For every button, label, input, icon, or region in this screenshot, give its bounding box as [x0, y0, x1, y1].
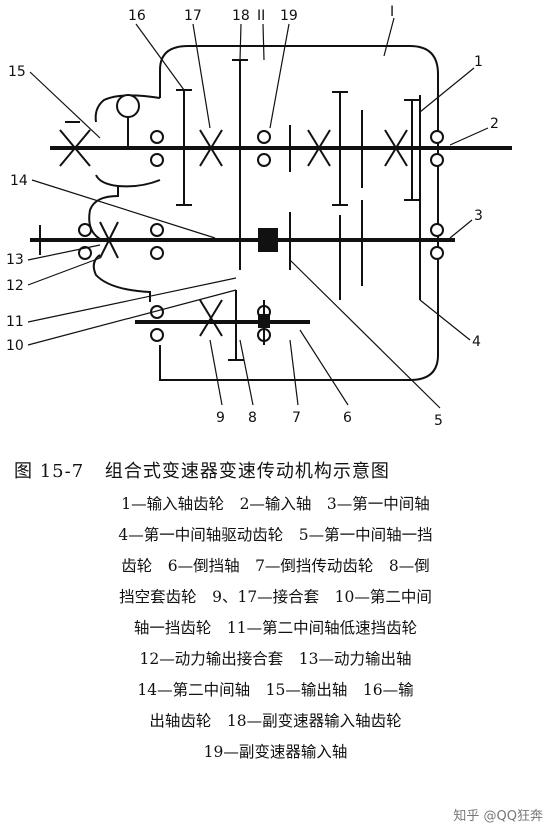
caption-line: 1—输入轴齿轮 2—输入轴 3—第一中间轴: [121, 495, 430, 513]
callout-4: 4: [472, 334, 481, 350]
callout-15: 15: [8, 64, 26, 80]
caption-line: 出轴齿轮 18—副变速器输入轴齿轮: [149, 712, 402, 730]
main-housing-outline: [159, 45, 439, 381]
callout-3: 3: [474, 208, 483, 224]
callout-13: 13: [6, 252, 24, 268]
callout-16: 16: [128, 8, 146, 24]
caption-line: 19—副变速器输入轴: [203, 743, 348, 761]
lower-gears: [228, 200, 363, 361]
callout-10: 10: [6, 338, 24, 354]
callout-I: I: [390, 4, 394, 20]
caption-line: 14—第二中间轴 15—输出轴 16—输: [137, 681, 414, 699]
caption-line: 12—动力输出接合套 13—动力输出轴: [139, 650, 412, 668]
transmission-schematic: 16 17 18 II 19 I 15 1 2 14 3 13 12 11 10…: [6, 4, 512, 429]
leader-lines: [27, 17, 489, 409]
callout-7: 7: [292, 410, 301, 426]
upper-gears: [176, 59, 421, 300]
caption-line: 轴一挡齿轮 11—第二中间轴低速挡齿轮: [133, 619, 418, 637]
bearings: [78, 130, 444, 342]
figure-title: 组合式变速器变速传动机构示意图: [104, 461, 390, 482]
callout-12: 12: [6, 278, 24, 294]
watermark: 知乎 @QQ狂奔: [453, 809, 543, 824]
caption-line: 齿轮 6—倒挡轴 7—倒挡传动齿轮 8—倒: [121, 557, 430, 575]
callout-1: 1: [474, 54, 483, 70]
gear-block: [258, 228, 278, 252]
caption-line: 4—第一中间轴驱动齿轮 5—第一中间轴一挡: [118, 526, 433, 544]
output-assembly: [39, 121, 80, 255]
callout-19: 19: [280, 8, 298, 24]
auxiliary-housing-outline: [88, 94, 161, 302]
callout-14: 14: [10, 173, 28, 189]
callout-6: 6: [343, 410, 352, 426]
callout-11: 11: [6, 314, 24, 330]
caption-line: 挡空套齿轮 9、17—接合套 10—第二中间: [119, 588, 432, 606]
callout-17: 17: [184, 8, 202, 24]
figure-caption: 图 15-7 组合式变速器变速传动机构示意图 1—输入轴齿轮 2—输入轴 3—第…: [0, 455, 551, 768]
synchronizers: [59, 129, 408, 337]
callout-9: 9: [216, 410, 225, 426]
callout-18: 18: [232, 8, 250, 24]
pump-symbol: [116, 94, 140, 118]
callout-8: 8: [248, 410, 257, 426]
callout-5: 5: [434, 413, 443, 429]
callout-II: II: [257, 8, 265, 24]
callout-2: 2: [490, 116, 499, 132]
caption-title-row: 图 15-7 组合式变速器变速传动机构示意图: [14, 455, 551, 489]
figure-number: 图 15-7: [14, 461, 85, 482]
